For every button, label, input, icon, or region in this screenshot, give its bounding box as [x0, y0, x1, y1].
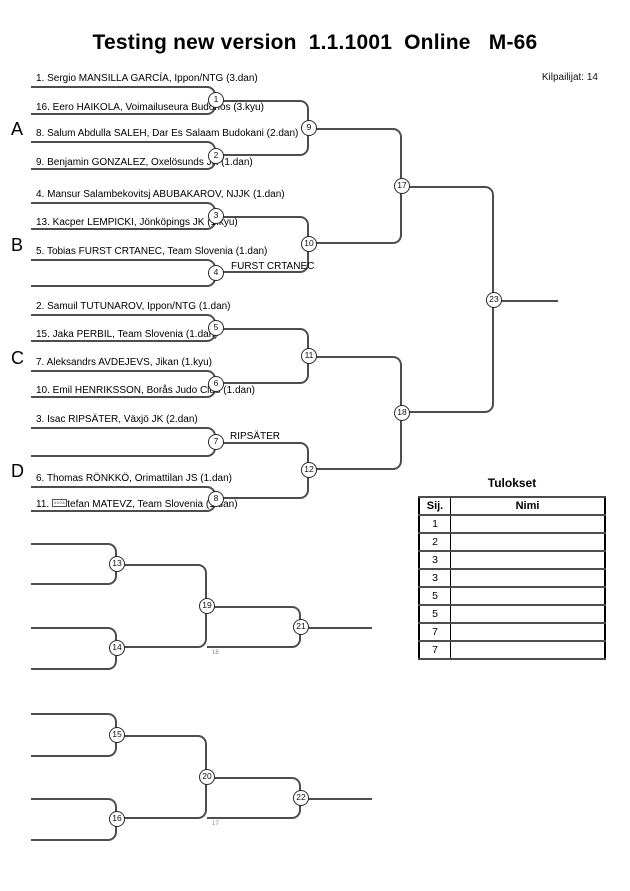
results-row: 5 — [418, 604, 606, 624]
page-title: Testing new version 1.1.1001 Online M-66 — [92, 31, 538, 54]
name-cell — [450, 622, 606, 642]
results-table: Sij. Nimi 1 2 3 3 5 — [418, 496, 606, 660]
bracket-entry-seed5[interactable]: 5. Tobias FURST CRTANEC, Team Slovenia (… — [36, 246, 268, 257]
match-circle-19[interactable]: 19 — [199, 598, 215, 614]
match-22-bracket — [207, 777, 301, 819]
match-11-bracket — [216, 328, 309, 384]
match-circle-6[interactable]: 6 — [208, 376, 224, 392]
name-cell — [450, 550, 606, 570]
match-15-bracket — [31, 713, 117, 757]
repechage-a-drop-label: 18 — [212, 650, 219, 656]
bracket-entry-seed7[interactable]: 7. Aleksandrs AVDEJEVS, Jikan (1.kyu) — [36, 357, 213, 368]
results-header-row: Sij. Nimi — [418, 496, 606, 516]
bracket-entry-seed6[interactable]: 6. Thomas RÖNKKÖ, Orimattilan JS (1.dan) — [36, 473, 232, 484]
missing-glyph-box: 000A — [51, 499, 68, 507]
bracket-entry-seed16[interactable]: 16. Eero HAIKOLA, Voimailuseura Budonos … — [36, 102, 264, 113]
results-title: Tulokset — [487, 476, 537, 490]
match-circle-11[interactable]: 11 — [301, 348, 317, 364]
bracket-entry-seed13[interactable]: 13. Kacper LEMPICKI, Jönköpings JK (1.ky… — [36, 217, 238, 228]
competitors-count: Kilpailijat: 14 — [541, 72, 598, 83]
bracket-entry-seed8[interactable]: 8. Salum Abdulla SALEH, Dar Es Salaam Bu… — [36, 128, 299, 139]
name-cell — [450, 532, 606, 552]
match-circle-22[interactable]: 22 — [293, 790, 309, 806]
repechage-b-drop-label: 17 — [212, 821, 219, 827]
match-circle-20[interactable]: 20 — [199, 769, 215, 785]
name-cell — [450, 514, 606, 534]
match-circle-3[interactable]: 3 — [208, 208, 224, 224]
place-cell: 7 — [418, 622, 451, 642]
match-circle-18[interactable]: 18 — [394, 405, 410, 421]
name-cell — [450, 604, 606, 624]
match-circle-13[interactable]: 13 — [109, 556, 125, 572]
match-19-bracket — [117, 564, 207, 648]
place-cell: 2 — [418, 532, 451, 552]
bracket-entry-seed4[interactable]: 4. Mansur Salambekovitsj ABUBAKAROV, NJJ… — [36, 189, 285, 200]
match-14-bracket — [31, 627, 117, 670]
results-row: 3 — [418, 568, 606, 588]
place-cell: 3 — [418, 568, 451, 588]
results-row: 3 — [418, 550, 606, 570]
repechage-b-winner-line — [301, 798, 372, 800]
results-col-place: Sij. — [418, 496, 451, 516]
match-18-bracket — [309, 356, 402, 470]
final-winner-line — [494, 300, 558, 302]
section-label-d: D — [11, 461, 24, 481]
match-circle-23[interactable]: 23 — [486, 292, 502, 308]
place-cell: 5 — [418, 586, 451, 606]
bracket-entry-seed1[interactable]: 1. Sergio MANSILLA GARCÍA, Ippon/NTG (3.… — [36, 73, 258, 84]
results-row: 7 — [418, 622, 606, 642]
bracket-entry-seed15[interactable]: 15. Jaka PERBIL, Team Slovenia (1.dan) — [36, 329, 218, 340]
match-17-bracket — [309, 128, 402, 244]
section-label-a: A — [11, 119, 24, 139]
section-label-c: C — [11, 348, 24, 368]
match-circle-2[interactable]: 2 — [208, 148, 224, 164]
repechage-a-winner-line — [301, 627, 372, 629]
match-circle-14[interactable]: 14 — [109, 640, 125, 656]
results-col-name: Nimi — [450, 496, 606, 516]
place-cell: 3 — [418, 550, 451, 570]
match-circle-8[interactable]: 8 — [208, 491, 224, 507]
place-cell: 5 — [418, 604, 451, 624]
match-23-bracket — [402, 186, 494, 413]
match-16-bracket — [31, 798, 117, 841]
match-21-bracket — [207, 606, 301, 648]
entry-text-pre: 11. — [36, 499, 52, 510]
match-7-bracket — [31, 427, 216, 457]
match-circle-21[interactable]: 21 — [293, 619, 309, 635]
results-row: 5 — [418, 586, 606, 606]
results-row: 7 — [418, 640, 606, 660]
match-circle-16[interactable]: 16 — [109, 811, 125, 827]
match-13-bracket — [31, 543, 117, 585]
results-row: 1 — [418, 514, 606, 534]
match-circle-4[interactable]: 4 — [208, 265, 224, 281]
match-circle-7[interactable]: 7 — [208, 434, 224, 450]
match-7-winner-label: RIPSÄTER — [230, 431, 281, 442]
match-circle-1[interactable]: 1 — [208, 92, 224, 108]
match-circle-17[interactable]: 17 — [394, 178, 410, 194]
name-cell — [450, 586, 606, 606]
match-20-bracket — [117, 735, 207, 819]
match-circle-9[interactable]: 9 — [301, 120, 317, 136]
match-circle-15[interactable]: 15 — [109, 727, 125, 743]
bracket-entry-seed2[interactable]: 2. Samuil TUTUNAROV, Ippon/NTG (1.dan) — [36, 301, 231, 312]
match-circle-12[interactable]: 12 — [301, 462, 317, 478]
bracket-entry-seed3[interactable]: 3. Isac RIPSÄTER, Växjö JK (2.dan) — [36, 414, 198, 425]
name-cell — [450, 640, 606, 660]
name-cell — [450, 568, 606, 588]
match-4-bracket — [31, 259, 216, 287]
match-4-winner-label: FURST CRTANEC — [231, 261, 315, 272]
place-cell: 1 — [418, 514, 451, 534]
match-12-bracket — [216, 442, 309, 499]
place-cell: 7 — [418, 640, 451, 660]
bracket-entry-seed10[interactable]: 10. Emil HENRIKSSON, Borås Judo Club (1.… — [36, 385, 255, 396]
match-circle-5[interactable]: 5 — [208, 320, 224, 336]
results-row: 2 — [418, 532, 606, 552]
section-label-b: B — [11, 235, 24, 255]
match-circle-10[interactable]: 10 — [301, 236, 317, 252]
